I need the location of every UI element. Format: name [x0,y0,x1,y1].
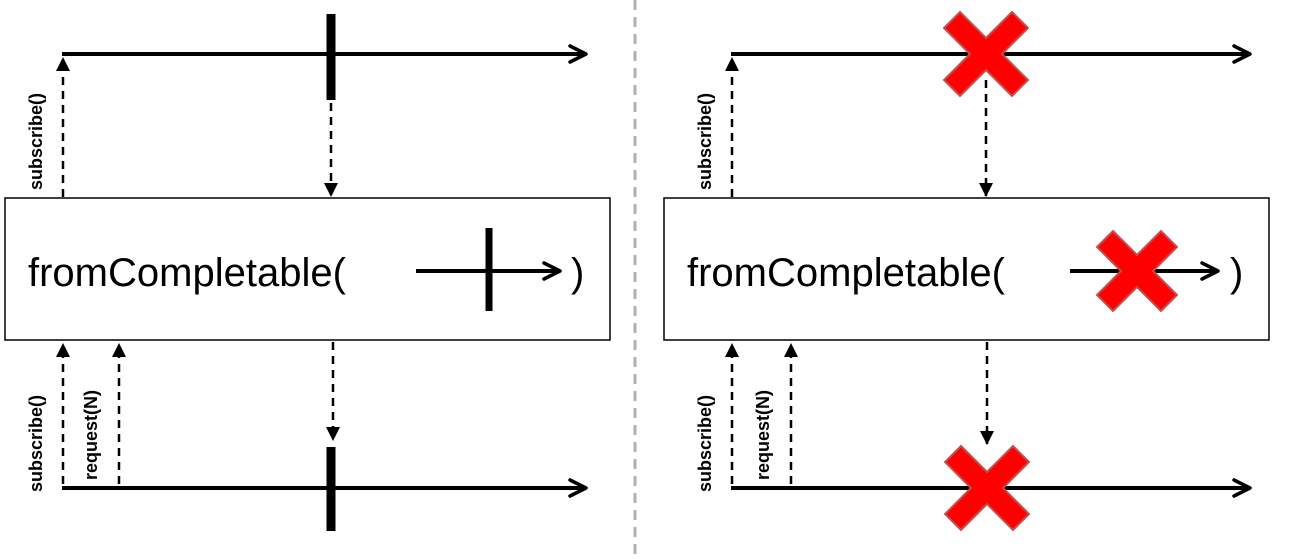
downstream-subscribe-label: subscribe() [26,395,46,492]
downstream-subscribe-label: subscribe() [695,395,715,492]
downstream-request-label: request(N) [81,390,101,480]
operator-inner-error-x-icon [1095,229,1179,313]
subscribe-label: subscribe() [695,93,715,190]
right-panel: subscribe() fromCompletable( ) subscribe… [663,10,1270,532]
subscribe-label: subscribe() [26,93,46,190]
operator-close: ) [1230,251,1243,295]
downstream-error-x-icon [943,444,1031,532]
operator-label: fromCompletable( [687,251,1006,295]
downstream-request-label: request(N) [753,390,773,480]
left-panel: subscribe() fromCompletable( ) subscribe… [4,14,611,531]
operator-label: fromCompletable( [28,251,347,295]
error-x-icon [942,10,1030,98]
operator-close: ) [571,251,584,295]
